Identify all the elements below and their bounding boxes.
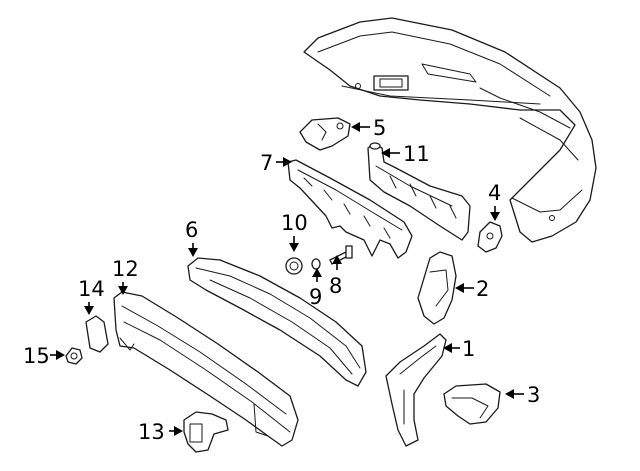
bumper-cover bbox=[303, 17, 597, 243]
callout-number: 11 bbox=[403, 142, 430, 166]
callout-10: 10 bbox=[281, 211, 308, 252]
callout-2: 2 bbox=[455, 277, 489, 301]
part-10-nut bbox=[285, 257, 303, 275]
part-12-reinforcement bbox=[113, 291, 299, 447]
callout-9: 9 bbox=[309, 268, 322, 309]
callout-3: 3 bbox=[505, 383, 540, 407]
callout-1: 1 bbox=[443, 337, 475, 361]
callout-number: 5 bbox=[373, 116, 386, 140]
callout-number: 13 bbox=[138, 420, 165, 444]
callout-number: 12 bbox=[112, 257, 139, 281]
callout-number: 10 bbox=[281, 211, 308, 235]
callout-number: 14 bbox=[78, 277, 105, 301]
part-1-support bbox=[385, 333, 447, 447]
part-2-bracket bbox=[417, 251, 457, 325]
part-3-bracket bbox=[443, 383, 501, 425]
part-15-nut bbox=[65, 347, 83, 365]
callout-15: 15 bbox=[23, 344, 65, 368]
callout-number: 3 bbox=[527, 383, 540, 407]
callout-11: 11 bbox=[381, 142, 430, 166]
callout-14: 14 bbox=[78, 277, 105, 315]
callout-number: 8 bbox=[329, 274, 342, 298]
part-4-clip bbox=[477, 221, 503, 253]
callout-13: 13 bbox=[138, 420, 183, 444]
part-7-bracket bbox=[287, 159, 413, 259]
callout-8: 8 bbox=[329, 255, 342, 298]
part-13-mount bbox=[183, 411, 229, 453]
callout-number: 15 bbox=[23, 344, 50, 368]
part-11-bracket bbox=[367, 142, 471, 241]
callout-number: 6 bbox=[185, 218, 198, 242]
part-14-plate bbox=[85, 315, 109, 353]
callout-number: 4 bbox=[488, 181, 501, 205]
callout-number: 2 bbox=[476, 277, 489, 301]
callout-7: 7 bbox=[260, 151, 292, 175]
callout-4: 4 bbox=[488, 181, 501, 221]
callout-6: 6 bbox=[185, 218, 198, 257]
callout-12: 12 bbox=[112, 257, 139, 295]
part-6-absorber bbox=[187, 257, 367, 387]
callout-number: 1 bbox=[462, 337, 475, 361]
part-5-bracket bbox=[299, 117, 351, 151]
callout-5: 5 bbox=[351, 116, 386, 140]
callout-number: 9 bbox=[309, 285, 322, 309]
callout-number: 7 bbox=[260, 151, 273, 175]
part-8-bolt bbox=[329, 245, 353, 265]
part-9-washer bbox=[311, 258, 321, 270]
